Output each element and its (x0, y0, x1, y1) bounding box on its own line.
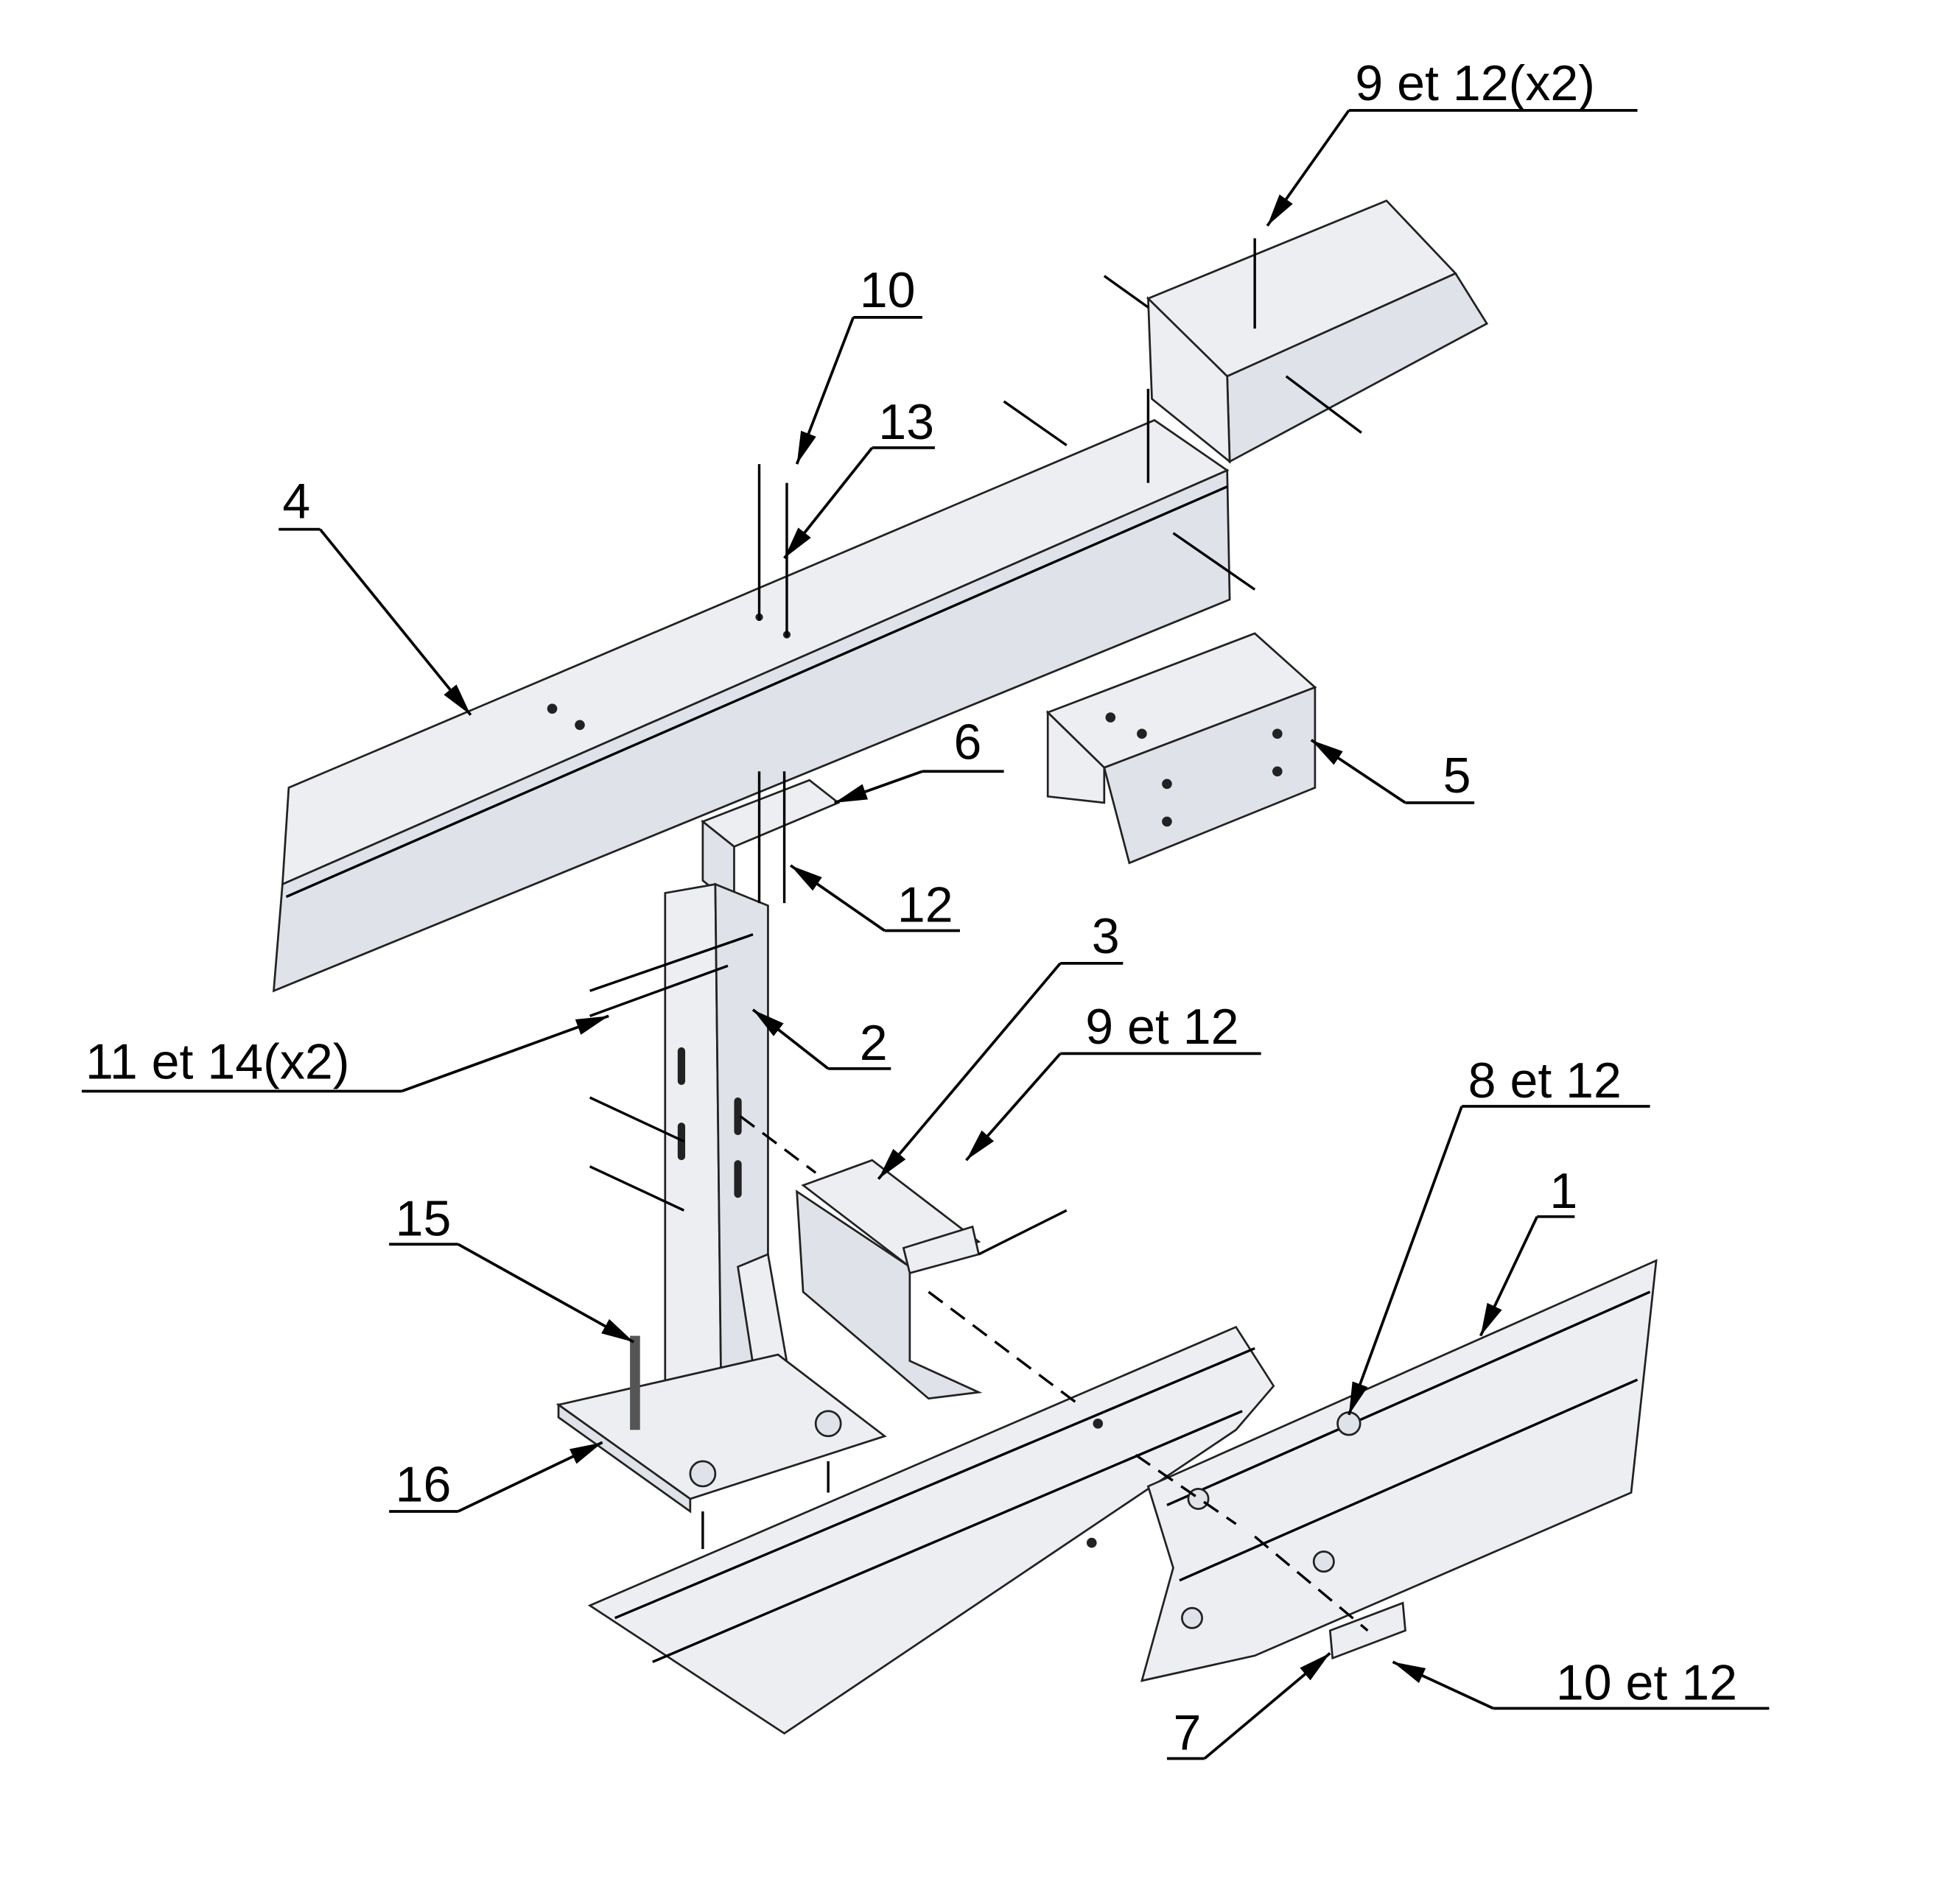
label-15: 15 (396, 1190, 452, 1246)
label-4: 4 (282, 473, 310, 529)
part-5-bracket (1045, 632, 1317, 865)
label-8-et-12: 8 et 12 (1468, 1053, 1622, 1109)
part-3-spacer (796, 1159, 983, 1400)
callout-10: 10 (795, 262, 922, 465)
callout-8-et-12: 8 et 12 (1348, 1053, 1650, 1416)
label-2: 2 (860, 1015, 888, 1071)
label-3: 3 (1092, 908, 1120, 964)
callout-7: 7 (1166, 1651, 1331, 1761)
label-5: 5 (1443, 748, 1471, 804)
label-6: 6 (953, 714, 981, 770)
part-1-rail (587, 1259, 1658, 1735)
callout-13: 13 (783, 394, 935, 559)
label-9-et-12: 9 et 12 (1085, 999, 1238, 1055)
callout-12: 12 (790, 864, 960, 933)
label-11-et-14-x2: 11 et 14(x2) (85, 1033, 349, 1089)
part-4-beam (272, 418, 1231, 993)
assembly-axes (589, 238, 1369, 1632)
callout-1: 1 (1479, 1163, 1577, 1337)
callout-9-et-12: 9 et 12 (965, 999, 1261, 1162)
label-10-et-12: 10 et 12 (1556, 1654, 1737, 1710)
callout-9-et-12-x2: 9 et 12(x2) (1266, 55, 1638, 227)
label-9-et-12-x2: 9 et 12(x2) (1355, 55, 1595, 111)
upper-right-beam (1146, 199, 1489, 464)
part-16-base-plate (556, 1335, 887, 1550)
label-13: 13 (878, 394, 934, 450)
callout-11-et-14-x2: 11 et 14(x2) (81, 1014, 609, 1093)
label-7: 7 (1173, 1705, 1201, 1761)
label-10: 10 (860, 262, 916, 318)
callout-5: 5 (1310, 739, 1475, 804)
callout-3: 3 (877, 908, 1124, 1180)
callout-16: 16 (389, 1441, 603, 1513)
callout-10-et-12: 10 et 12 (1392, 1654, 1770, 1710)
label-12: 12 (897, 877, 953, 933)
callout-4: 4 (278, 473, 472, 716)
callout-15: 15 (389, 1190, 635, 1343)
label-16: 16 (396, 1456, 452, 1512)
label-1: 1 (1549, 1163, 1577, 1219)
callout-2: 2 (751, 1008, 891, 1071)
callout-6: 6 (834, 714, 1004, 804)
